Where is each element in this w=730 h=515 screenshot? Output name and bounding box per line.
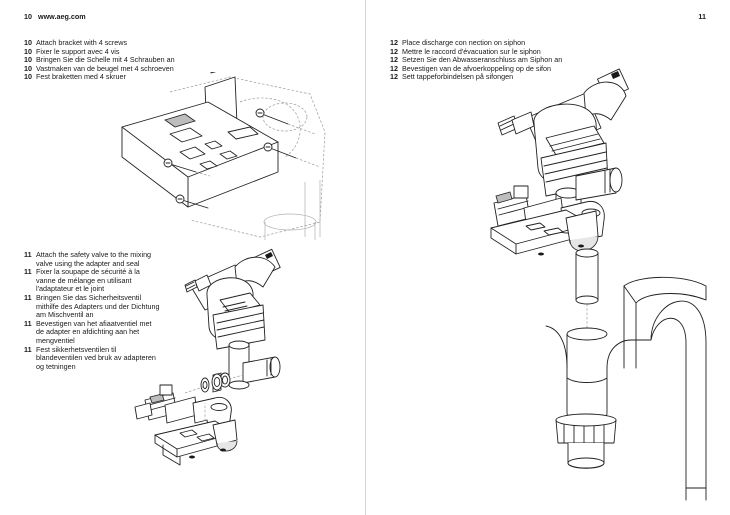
- screw-icon: [264, 143, 296, 158]
- brand-url: www.aeg.com: [38, 12, 86, 21]
- left-page-header: 10 www.aeg.com: [24, 12, 86, 21]
- screw-icon: [176, 195, 208, 208]
- safety-valve-illustration: [125, 245, 305, 480]
- bracket-screws-illustration: [110, 72, 355, 242]
- siphon-connection-illustration: [486, 68, 726, 508]
- page-number-left: 10: [24, 12, 32, 21]
- page-number-right: 11: [698, 12, 706, 21]
- screw-icon: [256, 109, 288, 124]
- page-gutter: [365, 0, 366, 515]
- screw-icon: [164, 159, 196, 172]
